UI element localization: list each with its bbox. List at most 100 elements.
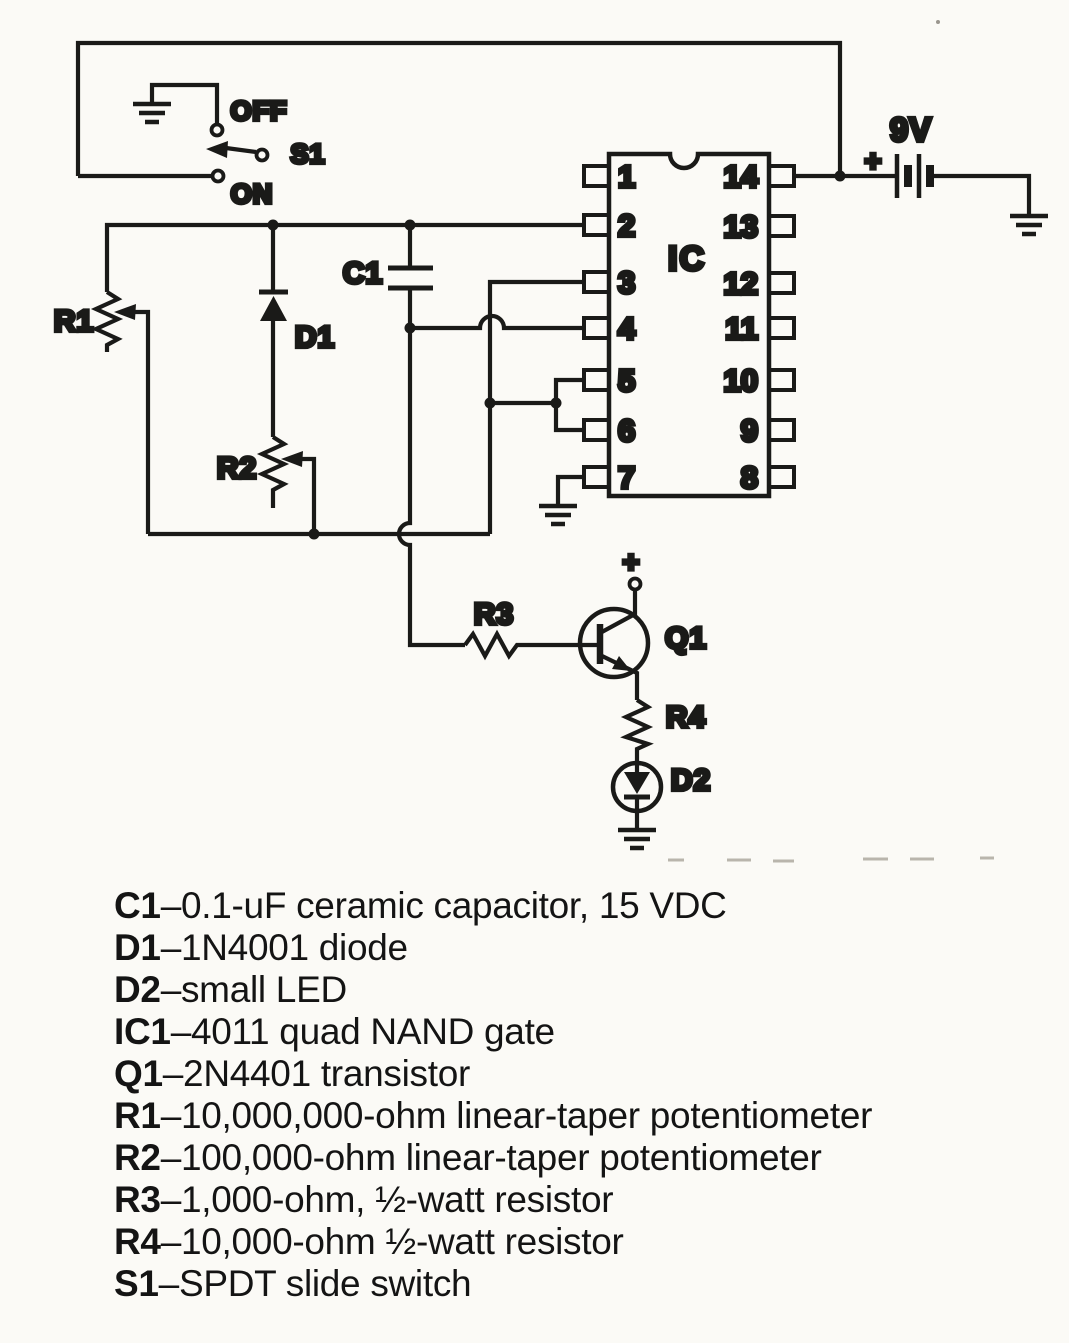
diode-d1: D1 (259, 219, 336, 437)
resistor-zigzag (463, 629, 597, 661)
potentiometer-r2: R2 (215, 435, 320, 540)
r3-label: R3 (474, 598, 514, 631)
resistor-r3: R3 (463, 596, 597, 661)
part-designator: D1 (114, 927, 161, 968)
part-description: –10,000,000-ohm linear-taper potentiomet… (160, 1095, 873, 1136)
capacitor-c1: C1 (341, 219, 433, 334)
pin2-supply-wire (104, 222, 584, 292)
ic-pin-4 (582, 316, 611, 340)
ic-chip: 1 2 3 4 5 6 7 14 13 12 11 10 9 8 IC (582, 151, 796, 499)
ground-symbol (539, 503, 577, 527)
wiper-wire (133, 309, 151, 534)
pin4-wire (410, 313, 584, 331)
pin-number: 2 (618, 208, 635, 243)
scan-artifact-dashes (668, 856, 994, 863)
collector-terminal (627, 576, 643, 592)
switch-arm-arrow (206, 141, 228, 158)
junction-dot (834, 170, 846, 182)
part-designator: R2 (114, 1137, 161, 1178)
switch-pole-terminal (254, 147, 270, 163)
ic-pin-6 (582, 418, 611, 442)
diode-triangle (260, 296, 287, 321)
parts-list-item: D2–small LED (114, 969, 872, 1011)
pin-number: 3 (618, 265, 635, 300)
part-description: –2N4401 transistor (162, 1053, 471, 1094)
transistor-circle (577, 606, 651, 680)
pin-number: 6 (618, 413, 635, 448)
q1-label: Q1 (665, 622, 707, 655)
part-description: –1N4001 diode (160, 927, 408, 968)
battery-plus-sign: + (865, 146, 882, 178)
resistor-zigzag (256, 435, 290, 508)
resistor-zigzag (90, 290, 124, 352)
junction-dot (550, 397, 562, 409)
parts-list-item: IC1–4011 quad NAND gate (114, 1011, 872, 1053)
r4-label: R4 (666, 701, 706, 734)
part-description: –100,000-ohm linear-taper potentiometer (160, 1137, 822, 1178)
battery-to-ground-wire (933, 173, 1032, 214)
part-designator: S1 (114, 1263, 159, 1304)
d2-label: D2 (671, 764, 711, 797)
battery-9v: 9V + (793, 109, 1048, 237)
pin-number: 11 (725, 311, 758, 346)
power-rail-wire (75, 40, 843, 176)
diode-triangle (624, 772, 650, 794)
part-description: –10,000-ohm ½-watt resistor (160, 1221, 624, 1262)
pin-number: 7 (618, 460, 635, 495)
ic-pin-12 (767, 271, 796, 295)
circuit-schematic: OFF S1 ON 9V + (52, 20, 1048, 863)
parts-list-item: R4–10,000-ohm ½-watt resistor (114, 1221, 872, 1263)
parts-list-item: R1–10,000,000-ohm linear-taper potentiom… (114, 1095, 872, 1137)
part-designator: IC1 (114, 1011, 171, 1052)
transistor-q1: + Q1 (577, 545, 708, 700)
ic-pin-3 (582, 270, 611, 294)
parts-list-item: C1–0.1-uF ceramic capacitor, 15 VDC (114, 885, 872, 927)
wiper-arrow (281, 451, 303, 467)
parts-list-item: S1–SPDT slide switch (114, 1263, 872, 1305)
switch-name-label: S1 (290, 139, 325, 169)
pin-number: 8 (741, 460, 758, 495)
switch-s1: OFF S1 ON (78, 82, 327, 211)
pin3-wire (487, 279, 584, 534)
potentiometer-r1: R1 (52, 290, 151, 534)
r1-label: R1 (54, 305, 94, 338)
part-designator: D2 (114, 969, 161, 1010)
pin-number: 4 (618, 311, 636, 346)
pin-number: 14 (724, 159, 759, 194)
pin7-ground (539, 474, 584, 527)
battery-voltage-label: 9V (890, 111, 932, 148)
led-d2: D2 (610, 760, 712, 851)
parts-list-item: D1–1N4001 diode (114, 927, 872, 969)
off-contact-terminal (209, 122, 225, 138)
pin-number: 12 (724, 266, 758, 301)
parts-list-item: R3–1,000-ohm, ½-watt resistor (114, 1179, 872, 1221)
ground-symbol (133, 101, 171, 125)
part-designator: R3 (114, 1179, 161, 1220)
ground-symbol (1010, 213, 1048, 237)
ground-symbol (618, 827, 656, 851)
ic-pin-1 (582, 164, 611, 188)
collector-plus-sign: + (623, 547, 640, 579)
pin7-wire (555, 474, 584, 504)
part-designator: R1 (114, 1095, 161, 1136)
switch-on-label: ON (231, 179, 274, 209)
ic-pin-7 (582, 465, 611, 489)
parts-list-item: Q1–2N4401 transistor (114, 1053, 872, 1095)
off-contact-wire (149, 82, 220, 124)
resistor-zigzag (620, 698, 654, 763)
parts-list: C1–0.1-uF ceramic capacitor, 15 VDC D1–1… (114, 885, 872, 1305)
ic-pin-5 (582, 368, 611, 392)
resistor-r4: R4 (620, 698, 707, 763)
on-contact-terminal (210, 168, 226, 184)
part-description: –SPDT slide switch (158, 1263, 472, 1304)
pin-number: 5 (618, 363, 635, 398)
switch-off-label: OFF (231, 96, 288, 126)
emitter-wire (599, 653, 640, 700)
ic-pin-14 (767, 164, 796, 188)
r2-label: R2 (217, 452, 257, 485)
ic-body (606, 151, 772, 499)
wiper-arrow (114, 304, 136, 320)
pin-number: 13 (724, 209, 758, 244)
pin-number: 10 (724, 363, 758, 398)
